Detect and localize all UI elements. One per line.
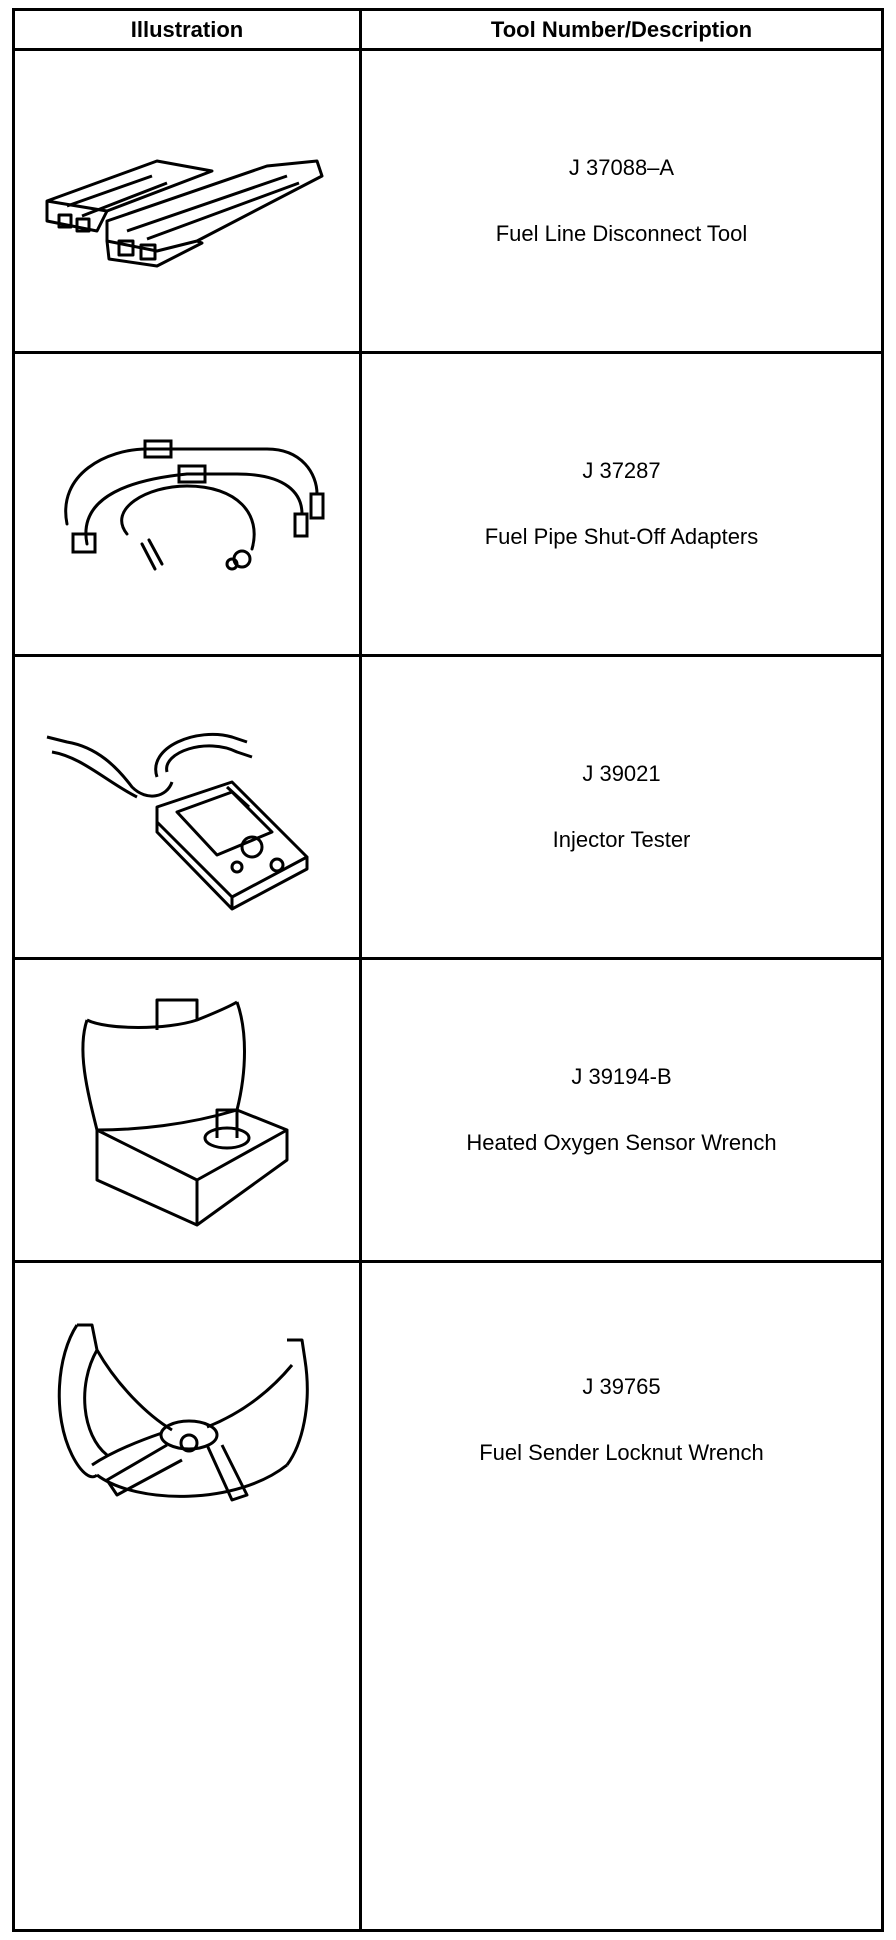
- table-row: J 39765 Fuel Sender Locknut Wrench: [15, 1263, 881, 1929]
- tool-number: J 39021: [582, 761, 661, 786]
- tool-description: Fuel Sender Locknut Wrench: [479, 1439, 764, 1465]
- tool-description: Injector Tester: [552, 827, 691, 852]
- column-divider: [359, 11, 362, 1929]
- tool-description: Fuel Pipe Shut-Off Adapters: [484, 524, 759, 549]
- tool-number: J 39194-B: [571, 1064, 672, 1089]
- tool-description-cell: J 39021 Injector Tester: [362, 657, 881, 957]
- tool-description-cell: J 37287 Fuel Pipe Shut-Off Adapters: [362, 354, 881, 654]
- locknut-wrench-icon: [15, 1263, 359, 1576]
- table-row: J 39021 Injector Tester: [15, 657, 881, 960]
- header-tool-description: Tool Number/Description: [490, 16, 753, 42]
- header-illustration: Illustration: [130, 16, 244, 42]
- tool-number: J 37287: [582, 458, 661, 483]
- fuel-pipe-shutoff-adapters-icon: [15, 354, 359, 654]
- tool-description-cell: J 39765 Fuel Sender Locknut Wrench: [362, 1263, 881, 1576]
- tool-description: Fuel Line Disconnect Tool: [495, 221, 748, 246]
- tool-description-cell: J 39194-B Heated Oxygen Sensor Wrench: [362, 960, 881, 1260]
- tool-number: J 39765: [582, 1373, 661, 1399]
- injector-tester-icon: [15, 657, 359, 957]
- fuel-line-disconnect-tool-icon: [15, 51, 359, 351]
- tool-description-cell: J 37088–A Fuel Line Disconnect Tool: [362, 51, 881, 351]
- table-row: J 37287 Fuel Pipe Shut-Off Adapters: [15, 354, 881, 657]
- table-row: J 37088–A Fuel Line Disconnect Tool: [15, 51, 881, 354]
- tool-description: Heated Oxygen Sensor Wrench: [466, 1130, 777, 1155]
- oxygen-sensor-wrench-icon: [15, 960, 359, 1260]
- tool-table: Illustration Tool Number/Description J 3…: [12, 8, 884, 1932]
- tool-number: J 37088–A: [568, 155, 675, 180]
- table-row: J 39194-B Heated Oxygen Sensor Wrench: [15, 960, 881, 1263]
- table-header-row: Illustration Tool Number/Description: [15, 11, 881, 51]
